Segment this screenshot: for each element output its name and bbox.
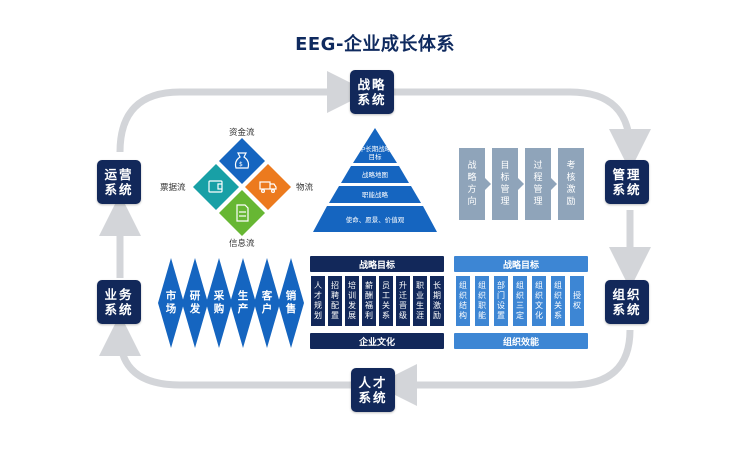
- strategy-system-box: 战略系统: [350, 70, 394, 114]
- talent-column-label: 员工关系: [382, 281, 390, 320]
- management-system-box: 管理系统: [605, 160, 649, 204]
- talent-column: 薪酬福利: [362, 276, 376, 326]
- mgmt-step-label: 目标管理: [500, 161, 510, 207]
- pyramid-level3-text: 职能战略: [362, 191, 388, 199]
- talent-column: 职业生涯: [413, 276, 427, 326]
- org-column: 授权: [570, 276, 584, 326]
- org-panel-header: 战略目标: [454, 256, 588, 272]
- loop-arrow-strategy-to-management: [394, 88, 651, 171]
- business-label-procurement: 采购: [213, 290, 225, 315]
- pyramid-tier-2: [341, 166, 409, 183]
- org-column-label: 组织结构: [459, 281, 467, 320]
- svg-text:$: $: [239, 161, 243, 168]
- logistics-flow-diamond: [245, 164, 291, 210]
- business-rhombus-production: [230, 258, 256, 348]
- org-column-label: 组织关系: [554, 281, 562, 320]
- business-label-sales: 销售: [285, 290, 297, 315]
- mgmt-step-appraisal-incentive: 考核激励: [558, 148, 584, 220]
- mgmt-step-strategy-direction: 战略方向: [459, 148, 485, 220]
- capital-flow-label: 资金流: [229, 128, 255, 138]
- information-flow-diamond: [219, 190, 265, 236]
- business-system-label: 业务系统: [104, 287, 134, 317]
- pyramid-tier-3: [329, 186, 421, 203]
- talent-column: 招聘配置: [328, 276, 342, 326]
- organization-system-box: 组织系统: [605, 280, 649, 324]
- business-rhombus-rnd: [182, 258, 208, 348]
- logistics-flow-label: 物流: [296, 183, 314, 193]
- talent-column-label: 招聘配置: [331, 281, 339, 320]
- management-system-label: 管理系统: [612, 167, 642, 197]
- business-label-rnd: 研发: [189, 290, 201, 315]
- pyramid-top-label: 中长期战略目标: [358, 145, 392, 161]
- org-column-label: 组织三定: [516, 281, 524, 320]
- talent-column-label: 人才规划: [314, 281, 322, 320]
- business-label-production: 生产: [237, 290, 249, 315]
- org-column: 组织关系: [551, 276, 565, 326]
- invoice-flow-label: 票据流: [160, 183, 186, 193]
- talent-column: 长期激励: [430, 276, 444, 326]
- business-system-box: 业务系统: [97, 280, 141, 324]
- pyramid-level2-text: 战略地图: [362, 171, 388, 179]
- mgmt-step-label: 过程管理: [533, 161, 543, 207]
- talent-column: 人才规划: [311, 276, 325, 326]
- document-icon: [236, 204, 249, 222]
- pyramid-top-tier: [353, 128, 397, 163]
- org-column: 部门设置: [494, 276, 508, 326]
- mgmt-step-process-management: 过程管理: [525, 148, 551, 220]
- mgmt-step-label: 考核激励: [566, 161, 576, 207]
- money-bag-icon: $: [234, 152, 250, 169]
- talent-panel-footer: 企业文化: [310, 333, 444, 349]
- talent-system-label: 人才系统: [358, 375, 388, 405]
- org-column: 组织职能: [475, 276, 489, 326]
- org-column: 组织结构: [456, 276, 470, 326]
- loop-arrow-operation-to-strategy: [116, 71, 369, 153]
- talent-system-box: 人才系统: [351, 368, 395, 412]
- business-rhombus-sales: [278, 258, 304, 348]
- org-panel-footer: 组织效能: [454, 333, 588, 349]
- loop-arrow-talent-to-business: [99, 314, 352, 389]
- talent-column-label: 职业生涯: [416, 281, 424, 320]
- invoice-flow-diamond: [193, 164, 239, 210]
- truck-icon: [259, 181, 277, 194]
- operation-system-label: 运营系统: [104, 167, 134, 197]
- operation-system-box: 运营系统: [97, 160, 141, 204]
- information-flow-label: 信息流: [229, 239, 255, 249]
- capital-flow-diamond: [219, 138, 265, 184]
- business-rhombus-market: [158, 258, 184, 348]
- talent-column-label: 薪酬福利: [365, 281, 373, 320]
- mgmt-step-label: 战略方向: [467, 161, 477, 207]
- org-column: 组织三定: [513, 276, 527, 326]
- org-column-label: 授权: [573, 291, 581, 310]
- business-label-customer: 客户: [261, 290, 273, 315]
- organization-system-label: 组织系统: [612, 287, 642, 317]
- pyramid-top-text: 中长期战略目标: [335, 145, 415, 161]
- talent-column: 培训发展: [345, 276, 359, 326]
- org-column-label: 部门设置: [497, 281, 505, 320]
- talent-panel-header: 战略目标: [310, 256, 444, 272]
- mgmt-step-objective-management: 目标管理: [492, 148, 518, 220]
- business-rhombus-procurement: [206, 258, 232, 348]
- talent-column-label: 长期激励: [433, 281, 441, 320]
- org-column-label: 组织职能: [478, 281, 486, 320]
- talent-column-label: 培训发展: [348, 281, 356, 320]
- talent-column-label: 升迁晋级: [399, 281, 407, 320]
- diagram-title: EEG-企业成长体系: [295, 34, 455, 55]
- pyramid-base-tier: [313, 206, 437, 232]
- org-column-label: 组织文化: [535, 281, 543, 320]
- org-column: 组织文化: [532, 276, 546, 326]
- strategy-system-label: 战略系统: [357, 77, 387, 107]
- business-label-market: 市场: [165, 290, 177, 315]
- pyramid-base-text: 使命、愿景、价值观: [345, 216, 405, 224]
- loop-arrow-organization-to-talent: [375, 329, 634, 406]
- business-rhombus-customer: [254, 258, 280, 348]
- talent-column: 升迁晋级: [396, 276, 410, 326]
- talent-column: 员工关系: [379, 276, 393, 326]
- wallet-icon: [208, 180, 223, 193]
